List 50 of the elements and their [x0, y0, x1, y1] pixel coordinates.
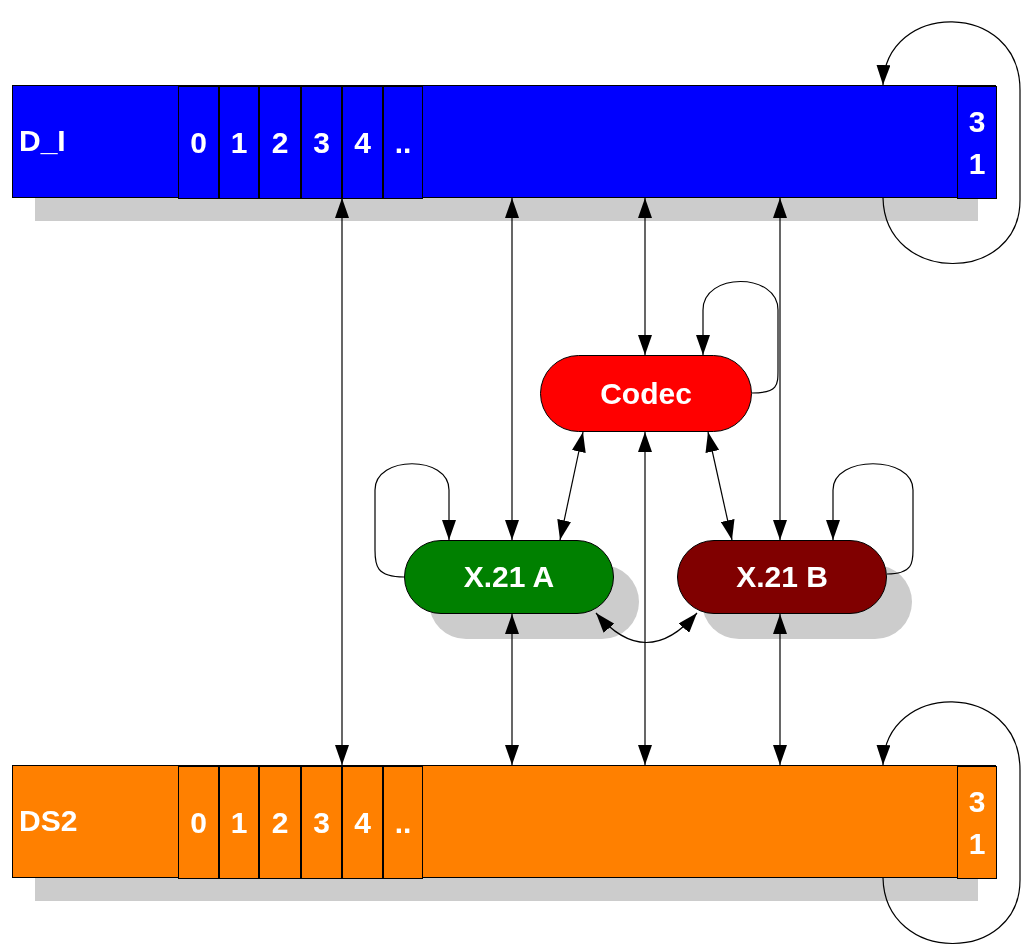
slot-number: 1: [230, 125, 248, 160]
slot-number: 3: [313, 805, 330, 840]
time-slot: [957, 766, 997, 879]
time-slot: [259, 766, 301, 879]
connector-arrow: [773, 613, 787, 766]
slot-number: 31: [968, 783, 986, 862]
connector-arrow: [335, 197, 349, 766]
slot-number: 31: [968, 103, 986, 182]
time-slot: [957, 86, 997, 199]
connector-arrow: [638, 431, 652, 766]
slot-number: 0: [190, 805, 207, 840]
connector-arrow: [705, 431, 735, 541]
connector-arrow: [826, 463, 914, 575]
connector-arrow: [696, 280, 779, 394]
time-slot: [342, 766, 383, 879]
connector-arrow: [773, 197, 787, 541]
time-slot: [178, 766, 219, 879]
slot-number: 4: [354, 125, 371, 160]
connector-arrow: [638, 197, 652, 356]
slot-number: 2: [271, 125, 289, 160]
connector-arrow: [557, 431, 586, 541]
bar-label: D_I: [19, 124, 66, 158]
slot-number: 3: [313, 125, 330, 160]
timeline-bar: [12, 765, 996, 878]
node-label: X.21 A: [463, 560, 555, 594]
connector-arrow: [505, 197, 519, 541]
slot-number: 0: [190, 125, 207, 160]
timeline-bar: [12, 85, 996, 198]
time-slot: [219, 766, 259, 879]
slot-number: 4: [354, 805, 371, 840]
slot-number: ..: [394, 125, 412, 160]
bar-label: DS2: [19, 804, 78, 838]
time-slot: [219, 86, 259, 199]
slot-number: 1: [230, 805, 248, 840]
time-slot: [342, 86, 383, 199]
connector-arrow: [374, 463, 456, 578]
time-slot: [301, 766, 342, 879]
node-label: Codec: [600, 376, 692, 411]
connector-arrow: [879, 701, 1021, 945]
slot-number: 2: [271, 805, 289, 840]
time-slot: [383, 766, 423, 879]
time-slot: [178, 86, 219, 199]
connector-arrow: [595, 612, 698, 644]
time-slot: [259, 86, 301, 199]
node-label: X.21 B: [736, 560, 828, 594]
connector-arrow: [879, 21, 1021, 265]
time-slot: [383, 86, 423, 199]
time-slot: [301, 86, 342, 199]
slot-number: ..: [394, 805, 412, 840]
connector-arrow: [505, 613, 519, 766]
